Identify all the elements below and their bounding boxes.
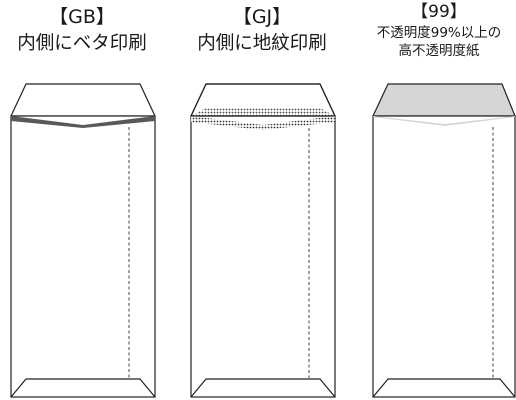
envelope-illustration-gb	[10, 83, 156, 398]
inner-solid-print	[11, 116, 155, 128]
envelope-description: 内側にベタ印刷	[17, 33, 147, 54]
inner-pattern-print-upper	[191, 108, 335, 116]
bottom-flap	[372, 378, 516, 398]
envelope-body	[372, 115, 516, 398]
envelope-illustration-gj	[190, 83, 336, 398]
envelope-flap	[10, 83, 156, 117]
envelope-panel-gj: 【GJ】 内側に地紋印刷	[180, 0, 344, 400]
envelope-flap-opaque	[373, 84, 515, 125]
bottom-flap	[190, 378, 336, 398]
inner-pattern-print	[191, 116, 335, 130]
envelope-description-line-1: 不透明度99%以上の	[376, 25, 502, 41]
envelope-panel-gb: 【GB】 内側にベタ印刷	[0, 0, 164, 400]
inner-light-fill	[373, 116, 515, 126]
envelope-description-line-2: 高不透明度紙	[398, 43, 480, 59]
envelope-body	[190, 115, 336, 398]
envelope-body	[10, 115, 156, 398]
envelope-illustration-99	[372, 83, 516, 398]
bottom-flap	[10, 378, 156, 398]
envelope-code-label: 【GB】	[49, 6, 115, 28]
envelope-description: 内側に地紋印刷	[197, 33, 327, 54]
envelope-code-label: 【99】	[411, 2, 467, 22]
envelope-panel-99: 【99】 不透明度99%以上の 高不透明度紙	[362, 0, 516, 400]
envelope-code-label: 【GJ】	[232, 6, 292, 28]
envelope-flap-outline	[190, 83, 336, 117]
